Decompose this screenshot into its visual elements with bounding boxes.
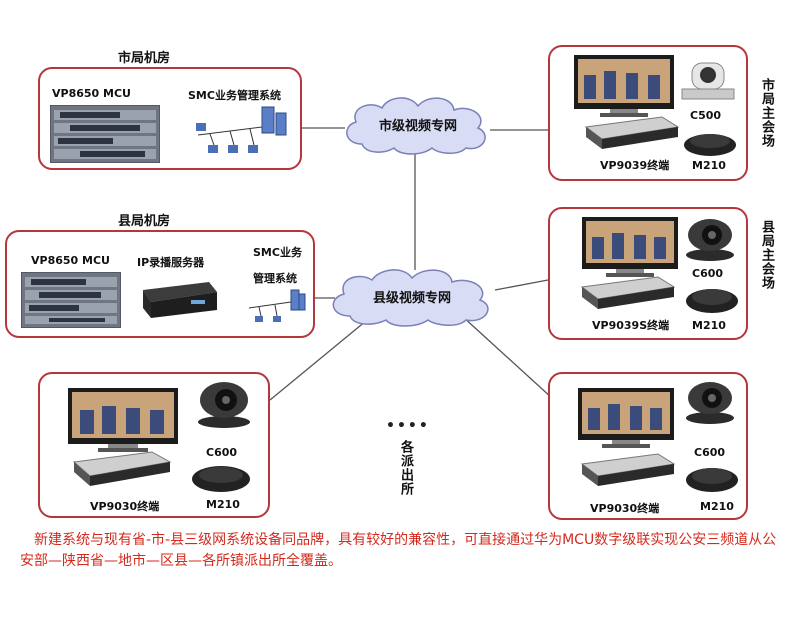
city-terminal-label: VP9039终端 bbox=[600, 159, 670, 172]
city-room-title: 市局机房 bbox=[118, 51, 171, 66]
camera-icon bbox=[686, 219, 734, 261]
station-left-terminal-label: VP9030终端 bbox=[90, 500, 160, 513]
stations-ellipsis: •••• bbox=[386, 418, 430, 434]
monitor-icon bbox=[68, 388, 178, 452]
county-mic-label: M210 bbox=[692, 319, 726, 332]
city-smc-label: SMC业务管理系统 bbox=[188, 89, 281, 102]
city-cloud-label: 市级视频专网 bbox=[379, 118, 457, 134]
station-left-mic-label: M210 bbox=[206, 498, 240, 511]
terminal-icon bbox=[72, 451, 172, 486]
city-camera-label: C500 bbox=[690, 109, 722, 122]
stations-label: 各派出所 bbox=[398, 440, 413, 496]
link-station-right bbox=[461, 315, 553, 399]
station-right-mic-label: M210 bbox=[700, 500, 734, 513]
station-right-box: C600 VP9030终端 M210 bbox=[548, 372, 748, 520]
camera-icon bbox=[686, 382, 734, 424]
county-network-cloud: 县级视频专网 bbox=[332, 269, 489, 327]
caption-text: 新建系统与现有省-市-县三级网系统设备同品牌，具有较好的兼容性，可直接通过华为M… bbox=[20, 532, 777, 569]
county-venue-box: C600 VP9039S终端 M210 bbox=[548, 207, 748, 340]
city-venue-box: C500 VP9039终端 M210 bbox=[548, 45, 748, 181]
station-left-camera-label: C600 bbox=[206, 446, 238, 459]
monitor-icon bbox=[582, 217, 678, 277]
station-left-box: C600 VP9030终端 M210 bbox=[38, 372, 270, 518]
recorder-label: IP录播服务器 bbox=[137, 256, 205, 269]
microphone-icon bbox=[686, 289, 738, 313]
city-mic-label: M210 bbox=[692, 159, 726, 172]
camera-icon bbox=[198, 382, 250, 428]
smc-network-icon bbox=[196, 106, 287, 153]
city-venue-side-label: 市局主会场 bbox=[759, 78, 774, 148]
county-room-box: VP8650 MCU IP录播服务器 SMC业务 管理系统 bbox=[5, 230, 315, 338]
recorder-server-icon bbox=[143, 282, 217, 318]
county-smc-network-icon bbox=[248, 289, 306, 322]
monitor-icon bbox=[578, 388, 674, 448]
city-mcu-label: VP8650 MCU bbox=[52, 87, 131, 100]
microphone-icon bbox=[192, 466, 250, 492]
mcu-rack-icon bbox=[50, 105, 160, 163]
county-smc-label-1: SMC业务 bbox=[253, 246, 302, 259]
city-network-cloud: 市级视频专网 bbox=[346, 97, 486, 155]
link-county-venue bbox=[494, 279, 549, 291]
county-smc-label-2: 管理系统 bbox=[253, 272, 297, 285]
station-right-camera-label: C600 bbox=[694, 446, 726, 459]
microphone-icon bbox=[684, 134, 736, 156]
camera-icon bbox=[681, 62, 735, 100]
city-room-box: VP8650 MCU SMC业务管理系统 bbox=[38, 67, 302, 170]
county-room-title: 县局机房 bbox=[118, 214, 171, 229]
terminal-icon bbox=[584, 116, 680, 149]
county-terminal-label: VP9039S终端 bbox=[592, 319, 670, 332]
terminal-icon bbox=[580, 453, 676, 486]
monitor-icon bbox=[574, 55, 674, 117]
county-mcu-rack-icon bbox=[21, 272, 121, 328]
station-right-terminal-label: VP9030终端 bbox=[590, 502, 660, 515]
terminal-icon bbox=[580, 276, 676, 309]
link-station-left bbox=[269, 315, 373, 401]
microphone-icon bbox=[686, 468, 738, 492]
county-venue-side-label: 县局主会场 bbox=[759, 220, 774, 290]
county-cloud-label: 县级视频专网 bbox=[373, 290, 451, 306]
county-camera-label: C600 bbox=[692, 267, 724, 280]
county-mcu-label: VP8650 MCU bbox=[31, 254, 110, 267]
